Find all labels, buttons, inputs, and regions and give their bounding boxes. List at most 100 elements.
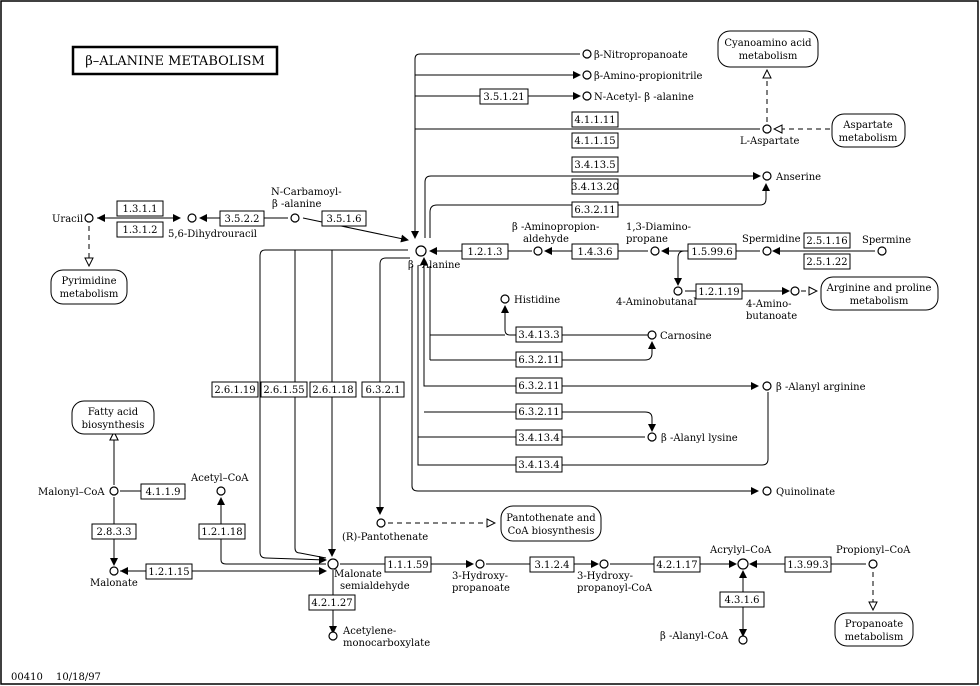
enzyme-box[interactable]: 6.3.2.11 (515, 377, 563, 394)
svg-text:3-Hydroxy-: 3-Hydroxy- (452, 571, 508, 582)
svg-text:L-Aspartate: L-Aspartate (740, 136, 800, 147)
svg-text:4.2.1.27: 4.2.1.27 (311, 598, 352, 609)
svg-text:Malonate: Malonate (90, 578, 138, 589)
enzyme-box[interactable]: 1.2.1.3 (461, 243, 509, 260)
compound-spermine[interactable]: Spermine (862, 235, 911, 256)
compound-hydroxypropanoate[interactable]: 3-Hydroxy-propanoate (452, 559, 510, 594)
compound-b-alanine[interactable]: β –Alanine (408, 245, 460, 271)
map-link-cyanoamino[interactable]: Cyanoamino acid metabolism (717, 30, 819, 68)
compound-acetyl-b-alanine[interactable]: N-Acetyl- β -alanine (582, 91, 694, 103)
enzyme-box[interactable]: 1.5.99.6 (687, 243, 737, 260)
enzyme-box[interactable]: 1.3.1.1 (116, 200, 164, 217)
svg-text:Quinolinate: Quinolinate (776, 487, 835, 498)
compound-dihydrouracil[interactable]: 5,6-Dihydrouracil (168, 213, 257, 240)
compound-carbamoyl-b-alanine[interactable]: N-Carbamoyl-β -alanine (271, 187, 342, 223)
svg-text:propanoate: propanoate (452, 583, 510, 594)
compound-aminopropionitrile[interactable]: β-Amino-propionitrile (582, 70, 703, 82)
svg-text:2.6.1.18: 2.6.1.18 (312, 385, 353, 396)
compound-uracil[interactable]: Uracil (52, 213, 94, 225)
compound-malonyl-coa[interactable]: Malonyl–CoA (38, 486, 119, 498)
compound-propionyl-coa[interactable]: Propionyl–CoA (836, 545, 911, 569)
enzyme-box[interactable]: 3.5.2.2 (219, 210, 265, 227)
enzyme-box[interactable]: 1.3.99.3 (784, 556, 832, 573)
map-link-propanoate[interactable]: Propanoate metabolism (834, 612, 914, 647)
enzyme-box[interactable]: 3.5.1.6 (321, 210, 367, 227)
svg-text:1.3.99.3: 1.3.99.3 (787, 560, 828, 571)
svg-text:Acetyl–CoA: Acetyl–CoA (190, 473, 249, 484)
enzyme-box[interactable]: 1.3.1.2 (116, 221, 164, 238)
compound-acetylene-monocarboxylate[interactable]: Acetylene-monocarboxylate (328, 626, 430, 649)
map-link-pantothenate[interactable]: Pantothenate and CoA biosynthesis (500, 505, 602, 542)
compound-diaminopropane[interactable]: 1,3-Diamino-propane (626, 222, 691, 256)
enzyme-box[interactable]: 1.2.1.15 (145, 563, 193, 580)
compound-aminopropionaldehyde[interactable]: β -Aminopropion-aldehyde (512, 222, 599, 256)
enzyme-box[interactable]: 2.6.1.55 (260, 381, 308, 398)
svg-text:Pyrimidine: Pyrimidine (62, 276, 117, 287)
svg-text:1.2.1.19: 1.2.1.19 (698, 287, 739, 298)
enzyme-box[interactable]: 3.4.13.3 (515, 326, 563, 343)
enzyme-box[interactable]: 3.5.1.21 (479, 88, 529, 105)
enzyme-box[interactable]: 6.3.2.1 (361, 381, 405, 398)
svg-text:3.4.13.4: 3.4.13.4 (518, 433, 559, 444)
compound-malonate[interactable]: Malonate (90, 566, 138, 589)
svg-text:semialdehyde: semialdehyde (340, 581, 410, 592)
enzyme-boxes: 3.5.1.21 4.1.1.11 4.1.1.15 3.4.13.5 3.4.… (91, 88, 851, 611)
enzyme-box[interactable]: 4.2.1.17 (653, 556, 701, 573)
enzyme-box[interactable]: 4.1.1.11 (571, 111, 619, 128)
enzyme-box[interactable]: 4.1.1.9 (140, 483, 186, 500)
enzyme-box[interactable]: 4.2.1.27 (308, 594, 356, 611)
svg-text:1.4.3.6: 1.4.3.6 (578, 247, 613, 258)
map-link-fatty-acid[interactable]: Fatty acid biosynthesis (71, 400, 155, 435)
svg-text:Carnosine: Carnosine (660, 331, 712, 342)
svg-text:2.5.1.16: 2.5.1.16 (806, 236, 847, 247)
enzyme-box[interactable]: 2.5.1.22 (803, 253, 851, 270)
compound-pantothenate[interactable]: (R)-Pantothenate (342, 518, 428, 543)
compound-hydroxypropanoyl-coa[interactable]: 3-Hydroxy-propanoyl-CoA (577, 559, 653, 594)
enzyme-box[interactable]: 2.8.3.3 (91, 523, 137, 540)
enzyme-box[interactable]: 1.1.1.59 (384, 556, 432, 573)
enzyme-box[interactable]: 6.3.2.11 (515, 403, 563, 420)
enzyme-box[interactable]: 3.4.13.20 (571, 178, 619, 195)
enzyme-box[interactable]: 3.4.13.4 (515, 429, 563, 446)
svg-text:N-Carbamoyl-: N-Carbamoyl- (271, 187, 342, 198)
compound-alanyl-lysine[interactable]: β -Alanyl lysine (647, 432, 738, 444)
map-link-arginine[interactable]: Arginine and proline metabolism (820, 276, 939, 311)
svg-text:1.2.1.3: 1.2.1.3 (468, 247, 503, 258)
svg-text:metabolism: metabolism (60, 289, 119, 300)
svg-text:β -alanine: β -alanine (272, 199, 322, 210)
compound-carnosine[interactable]: Carnosine (647, 330, 712, 342)
compound-alanyl-coa[interactable]: β -Alanyl-CoA (660, 631, 748, 645)
compound-acetyl-coa[interactable]: Acetyl–CoA (190, 473, 249, 496)
enzyme-box[interactable]: 3.4.13.4 (515, 456, 563, 473)
svg-text:Anserine: Anserine (775, 172, 821, 183)
enzyme-box[interactable]: 4.3.1.6 (719, 591, 765, 608)
enzyme-box[interactable]: 6.3.2.11 (571, 201, 619, 218)
svg-text:metabolism: metabolism (839, 133, 898, 144)
compound-aminobutanal[interactable]: 4-Aminobutanal (616, 286, 697, 308)
compound-histidine[interactable]: Histidine (500, 294, 560, 306)
enzyme-box[interactable]: 1.4.3.6 (571, 243, 619, 260)
enzyme-box[interactable]: 1.2.1.19 (695, 283, 743, 300)
enzyme-box[interactable]: 4.1.1.15 (571, 132, 619, 149)
map-link-pyrimidine[interactable]: Pyrimidine metabolism (50, 269, 128, 305)
map-title: β–ALANINE METABOLISM (71, 45, 279, 76)
compound-nitropropanoate[interactable]: β-Nitropropanoate (582, 49, 688, 61)
svg-text:β-Amino-propionitrile: β-Amino-propionitrile (594, 71, 703, 82)
compound-aminobutanoate[interactable]: 4-Amino-butanoate (746, 286, 800, 322)
compound-quinolinate[interactable]: Quinolinate (762, 486, 835, 498)
compound-acrylyl-coa[interactable]: Acrylyl–CoA (709, 545, 772, 570)
compound-anserine[interactable]: Anserine (762, 171, 821, 183)
map-link-aspartate[interactable]: Aspartate metabolism (831, 113, 906, 148)
compound-spermidine[interactable]: Spermidine (742, 234, 801, 256)
compound-l-aspartate[interactable]: L-Aspartate (740, 124, 800, 147)
compound-alanyl-arginine[interactable]: β -Alanyl arginine (762, 381, 866, 393)
enzyme-box[interactable]: 2.6.1.18 (309, 381, 357, 398)
enzyme-box[interactable]: 3.1.2.4 (529, 556, 575, 573)
enzyme-box[interactable]: 3.4.13.5 (571, 156, 619, 173)
enzyme-box[interactable]: 6.3.2.11 (515, 351, 563, 368)
enzyme-box[interactable]: 1.2.1.18 (198, 523, 246, 540)
enzyme-box[interactable]: 2.6.1.19 (211, 381, 259, 398)
enzyme-box[interactable]: 2.5.1.16 (803, 232, 851, 249)
